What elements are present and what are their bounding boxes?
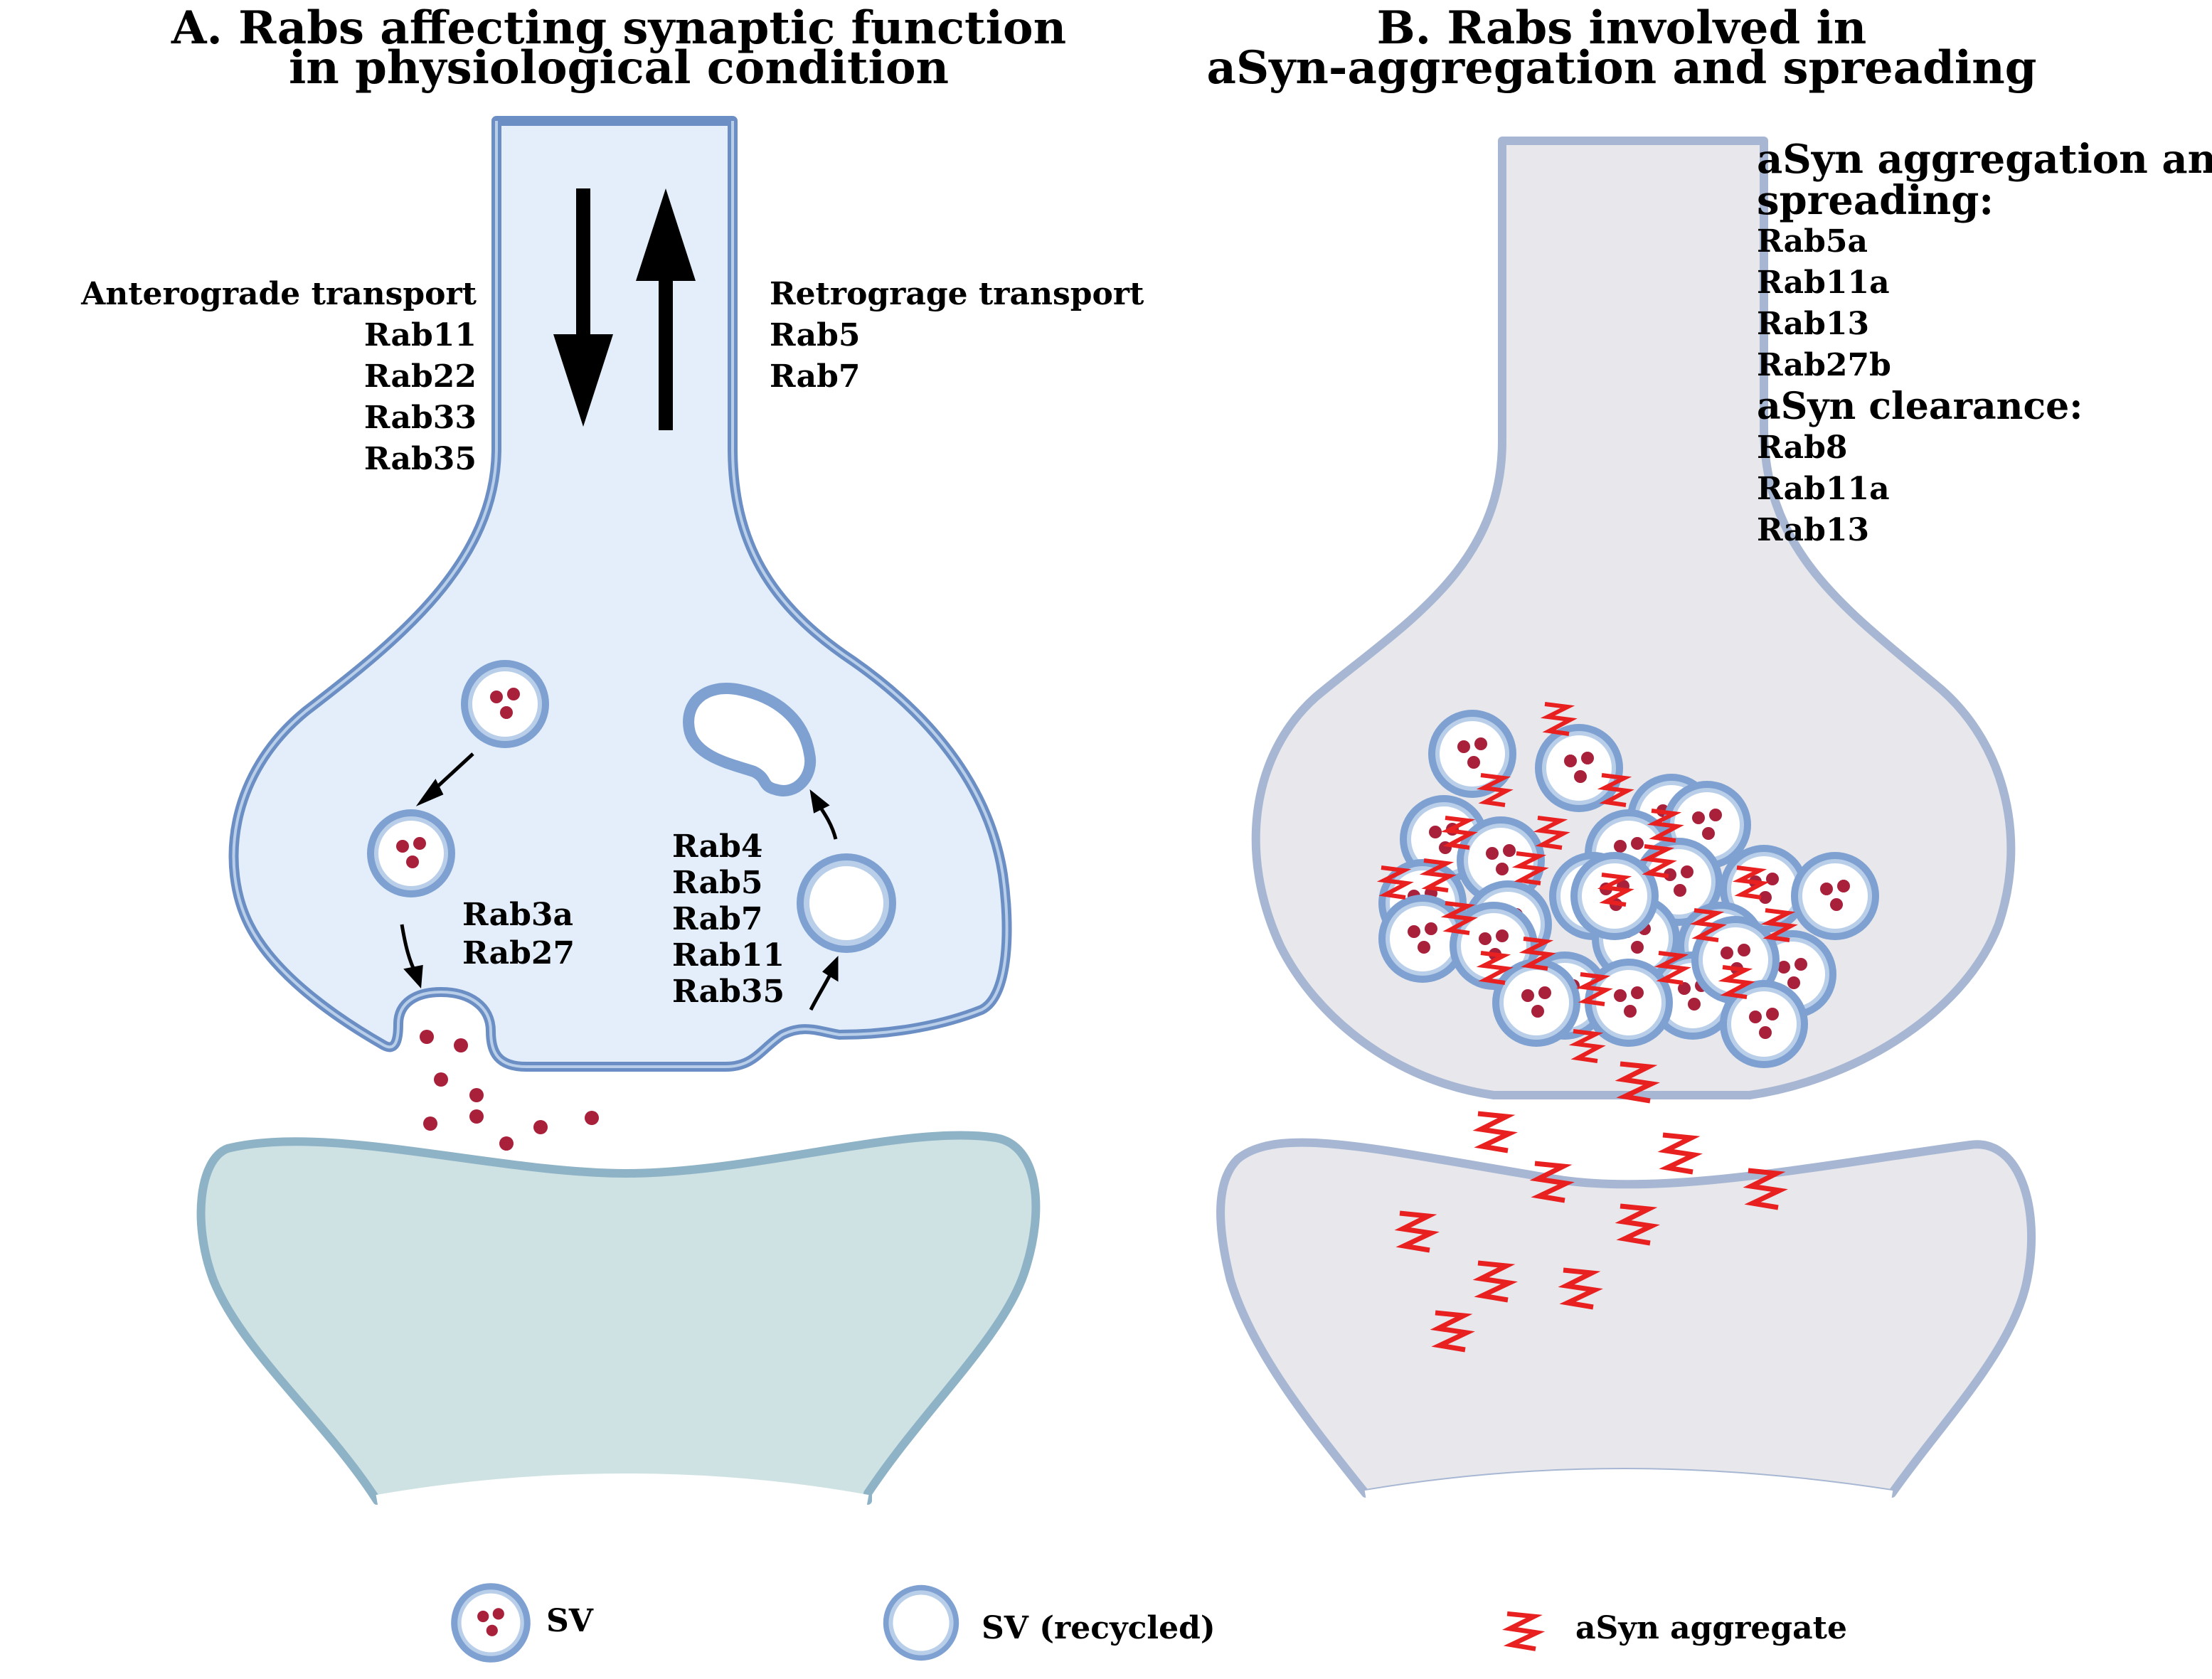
- anterograde-rab: Rab35: [363, 441, 477, 477]
- clearance-rab: Rab8: [1757, 430, 1848, 466]
- anterograde-label: Anterograde transport Rab11 Rab22 Rab33 …: [7, 274, 477, 480]
- exocytosis-rabs: Rab3a Rab27: [462, 896, 575, 973]
- panel-a-title-line2: in physiological condition: [288, 41, 950, 95]
- synaptic-vesicle: [367, 809, 455, 897]
- retrograde-rab: Rab7: [770, 358, 861, 395]
- legend-sv-icon: [451, 1583, 531, 1663]
- legend-asyn-icon: [1507, 1614, 1537, 1648]
- anterograde-arrow: [553, 188, 613, 427]
- aggregation-rab: Rab13: [1757, 306, 1870, 342]
- panel-a-title-line1: A. Rabs affecting synaptic function: [171, 1, 1067, 55]
- aggregation-rab: Rab5a: [1757, 223, 1868, 260]
- recycled-vesicle: [797, 853, 896, 953]
- recycling-arrow: [809, 789, 838, 840]
- panel-b-title: B. Rabs involved in aSyn-aggregation and…: [1166, 1, 2077, 95]
- legend-sv-label: SV: [546, 1603, 593, 1639]
- exocytosis-rab: Rab27: [462, 935, 575, 971]
- anterograde-heading: Anterograde transport: [81, 276, 477, 312]
- vesicle-movement-arrow: [400, 924, 423, 988]
- recycling-rabs: Rab4 Rab5 Rab7 Rab11 Rab35: [672, 828, 785, 1010]
- aggregation-heading-line2: spreading:: [1757, 177, 1994, 224]
- clearance-rab: Rab13: [1757, 512, 1870, 548]
- anterograde-rab: Rab22: [363, 358, 477, 395]
- legend-sv-recycled-label: SV (recycled): [982, 1610, 1216, 1646]
- retrograde-rab: Rab5: [770, 317, 861, 353]
- panel-b-title-line1: B. Rabs involved in: [1376, 1, 1867, 55]
- postsynaptic-terminal-b: [1216, 1138, 2036, 1502]
- legend-asyn-label: aSyn aggregate: [1575, 1610, 1847, 1646]
- exocytosis-rab: Rab3a: [462, 897, 573, 933]
- recycling-rab: Rab11: [672, 937, 785, 974]
- anterograde-rab: Rab33: [363, 400, 477, 436]
- legend-sv-recycled-icon: [883, 1584, 959, 1661]
- clearance-rab: Rab11a: [1757, 471, 1890, 507]
- recycling-rab: Rab7: [672, 901, 763, 937]
- recycling-rab: Rab5: [672, 865, 763, 901]
- postsynaptic-terminal-a: [196, 1131, 1041, 1506]
- clearance-heading: aSyn clearance:: [1757, 385, 2083, 428]
- recycling-arrow: [809, 955, 839, 1011]
- anterograde-rab: Rab11: [363, 317, 477, 353]
- endosome-vesicle: [683, 683, 817, 796]
- aggregation-heading-line1: aSyn aggregation and: [1757, 136, 2212, 183]
- synaptic-vesicle: [461, 660, 549, 748]
- aggregation-rab: Rab11a: [1757, 265, 1890, 301]
- recycling-rab: Rab35: [672, 974, 785, 1010]
- panel-b-title-line2: aSyn-aggregation and spreading: [1206, 41, 2037, 95]
- vesicle-movement-arrow: [415, 752, 474, 806]
- retrograde-arrow: [636, 188, 696, 430]
- neurotransmitter-release: [420, 1030, 599, 1151]
- retrograde-label: Retrograge transport Rab5 Rab7: [770, 274, 1144, 398]
- retrograde-heading: Retrograge transport: [770, 276, 1144, 312]
- recycling-rab: Rab4: [672, 828, 763, 865]
- aggregation-rab: Rab27b: [1757, 347, 1891, 383]
- panel-a-title: A. Rabs affecting synaptic function in p…: [142, 1, 1095, 95]
- aggregation-label: aSyn aggregation and spreading: Rab5a Ra…: [1757, 139, 2212, 551]
